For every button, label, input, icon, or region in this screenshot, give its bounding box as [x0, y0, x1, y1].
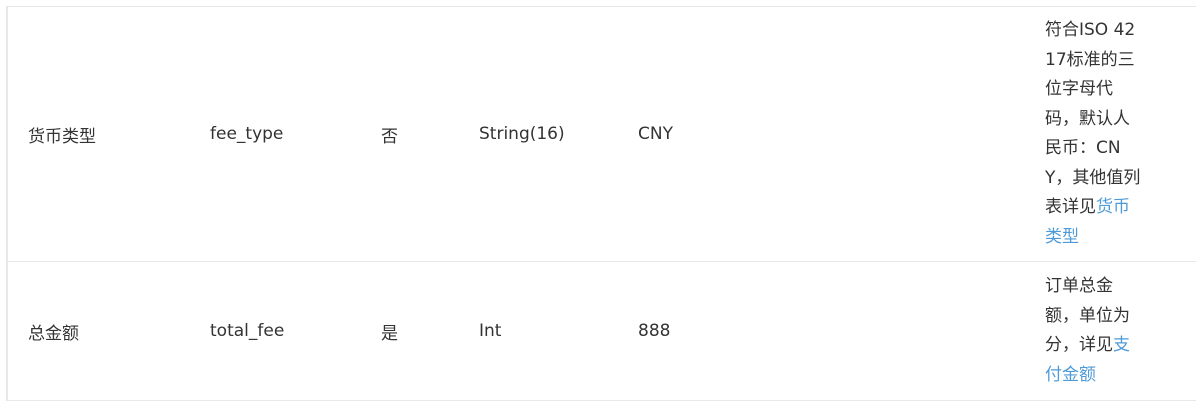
table-row: 总金额 total_fee 是 Int 888 订单总金额，单位为分，详见支付金…	[6, 261, 1196, 401]
data-type: String(16)	[479, 124, 565, 144]
parameter-table: 货币类型 fee_type 否 String(16) CNY 符合ISO 421…	[6, 6, 1196, 401]
example-cell: 888	[638, 261, 1045, 401]
required-flag: 否	[381, 126, 398, 147]
field-name-cell: 货币类型	[6, 6, 210, 262]
data-type: Int	[479, 321, 502, 341]
description-text: 符合ISO 4217标准的三位字母代码，默认人民币：CNY，其他值列表详见	[1045, 20, 1141, 217]
required-cell: 否	[381, 6, 479, 262]
example-value: CNY	[638, 124, 673, 144]
table-row: 货币类型 fee_type 否 String(16) CNY 符合ISO 421…	[6, 6, 1196, 262]
description: 订单总金额，单位为分，详见支付金额	[1045, 272, 1143, 390]
example-value: 888	[638, 321, 671, 341]
payment-amount-link[interactable]: 支付金额	[1045, 335, 1130, 385]
variable-cell: total_fee	[210, 261, 381, 401]
field-name: 货币类型	[28, 126, 96, 147]
variable-name: total_fee	[210, 321, 285, 341]
variable-name: fee_type	[210, 124, 284, 144]
description-cell: 符合ISO 4217标准的三位字母代码，默认人民币：CNY，其他值列表详见货币类…	[1045, 6, 1196, 262]
currency-type-link[interactable]: 货币类型	[1045, 197, 1130, 247]
type-cell: String(16)	[479, 6, 638, 262]
variable-cell: fee_type	[210, 6, 381, 262]
required-cell: 是	[381, 261, 479, 401]
required-flag: 是	[381, 323, 398, 344]
description: 符合ISO 4217标准的三位字母代码，默认人民币：CNY，其他值列表详见货币类…	[1045, 16, 1143, 252]
example-cell: CNY	[638, 6, 1045, 262]
description-text: 订单总金额，单位为分，详见	[1045, 276, 1130, 355]
field-name-cell: 总金额	[6, 261, 210, 401]
type-cell: Int	[479, 261, 638, 401]
field-name: 总金额	[28, 323, 79, 344]
description-cell: 订单总金额，单位为分，详见支付金额	[1045, 261, 1196, 401]
